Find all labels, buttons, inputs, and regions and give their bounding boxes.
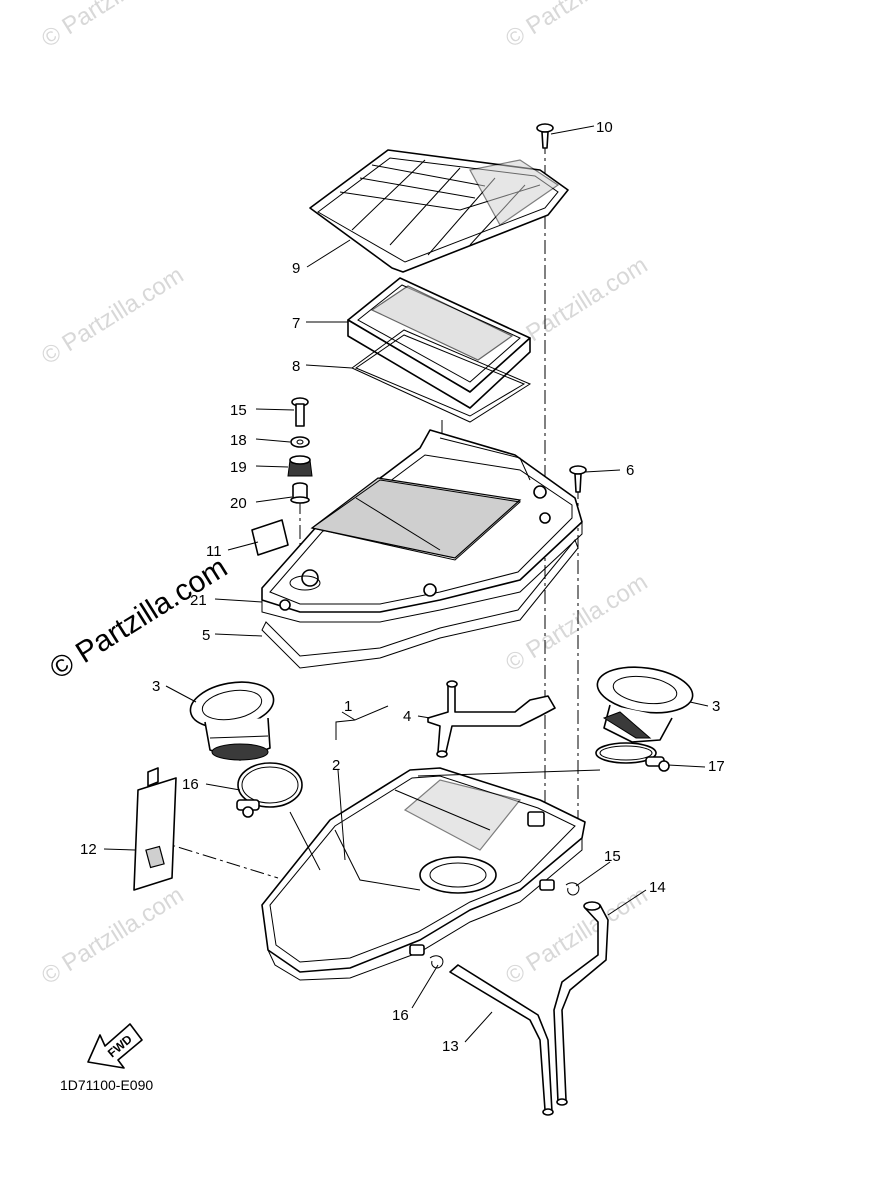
bolt-17 <box>291 397 309 427</box>
forward-arrow-icon: FWD <box>87 1023 143 1069</box>
watermark: © Partzilla.com <box>37 261 188 370</box>
callout-20: 18 <box>230 432 247 449</box>
hose-14 <box>553 901 609 1106</box>
clamp-16-left <box>236 762 303 818</box>
air-cleaner-case-lower <box>261 767 586 981</box>
callout-18: 19 <box>230 459 247 476</box>
callout-7: 7 <box>292 315 300 332</box>
callout-16-left: 16 <box>182 776 199 793</box>
air-cleaner-case-upper <box>261 429 583 623</box>
leader-lines <box>103 125 709 1043</box>
watermark-main: © Partzilla.com <box>44 551 233 686</box>
screw-6 <box>569 465 587 493</box>
callout-5: 5 <box>202 627 210 644</box>
watermark: © Partzilla.com <box>501 0 652 53</box>
clamp-16-right <box>595 742 670 772</box>
callout-2: 2 <box>332 757 340 774</box>
callout-16-right: 17 <box>708 758 725 775</box>
callout-8: 8 <box>292 358 300 375</box>
callout-11: 11 <box>206 543 222 560</box>
callouts: 10 9 7 8 15 18 19 20 6 11 21 5 3 3 1 4 2… <box>80 119 725 1055</box>
breather-pipe-4 <box>427 680 556 758</box>
callout-9: 9 <box>292 260 300 277</box>
air-filter-element <box>347 277 531 409</box>
callout-17: 15 <box>230 402 247 419</box>
watermark: © Partzilla.com <box>37 881 188 990</box>
collar-19 <box>290 482 310 504</box>
filter-gasket <box>351 329 532 423</box>
diagram-code: 1D71100-E090 <box>60 1077 153 1093</box>
case-gasket-5 <box>261 539 579 669</box>
clip-15-left <box>429 955 444 969</box>
label-11 <box>251 519 289 556</box>
watermark: © Partzilla.com <box>37 0 188 53</box>
screw-10 <box>536 123 554 149</box>
watermark: © Partzilla.com <box>501 568 652 677</box>
washer-20 <box>290 436 310 448</box>
callout-10: 10 <box>596 119 613 136</box>
clip-15-right <box>565 882 580 896</box>
callout-19: 20 <box>230 495 247 512</box>
label-12 <box>133 767 177 891</box>
joint-3-left <box>189 681 275 761</box>
callout-15-right: 15 <box>604 848 621 865</box>
air-cleaner-cover <box>309 149 569 273</box>
callout-15-left: 16 <box>392 1007 409 1024</box>
callout-14: 14 <box>649 879 666 896</box>
callout-3-right: 3 <box>712 698 720 715</box>
hose-13 <box>449 964 554 1116</box>
callout-3-left: 3 <box>152 678 160 695</box>
callout-4: 4 <box>403 708 411 725</box>
callout-13: 13 <box>442 1038 459 1055</box>
joint-3-right <box>596 666 694 743</box>
callout-6: 6 <box>626 462 634 479</box>
callout-1: 1 <box>344 698 352 715</box>
callout-21: 21 <box>190 592 207 609</box>
callout-12: 12 <box>80 841 97 858</box>
grommet-18 <box>287 455 313 477</box>
